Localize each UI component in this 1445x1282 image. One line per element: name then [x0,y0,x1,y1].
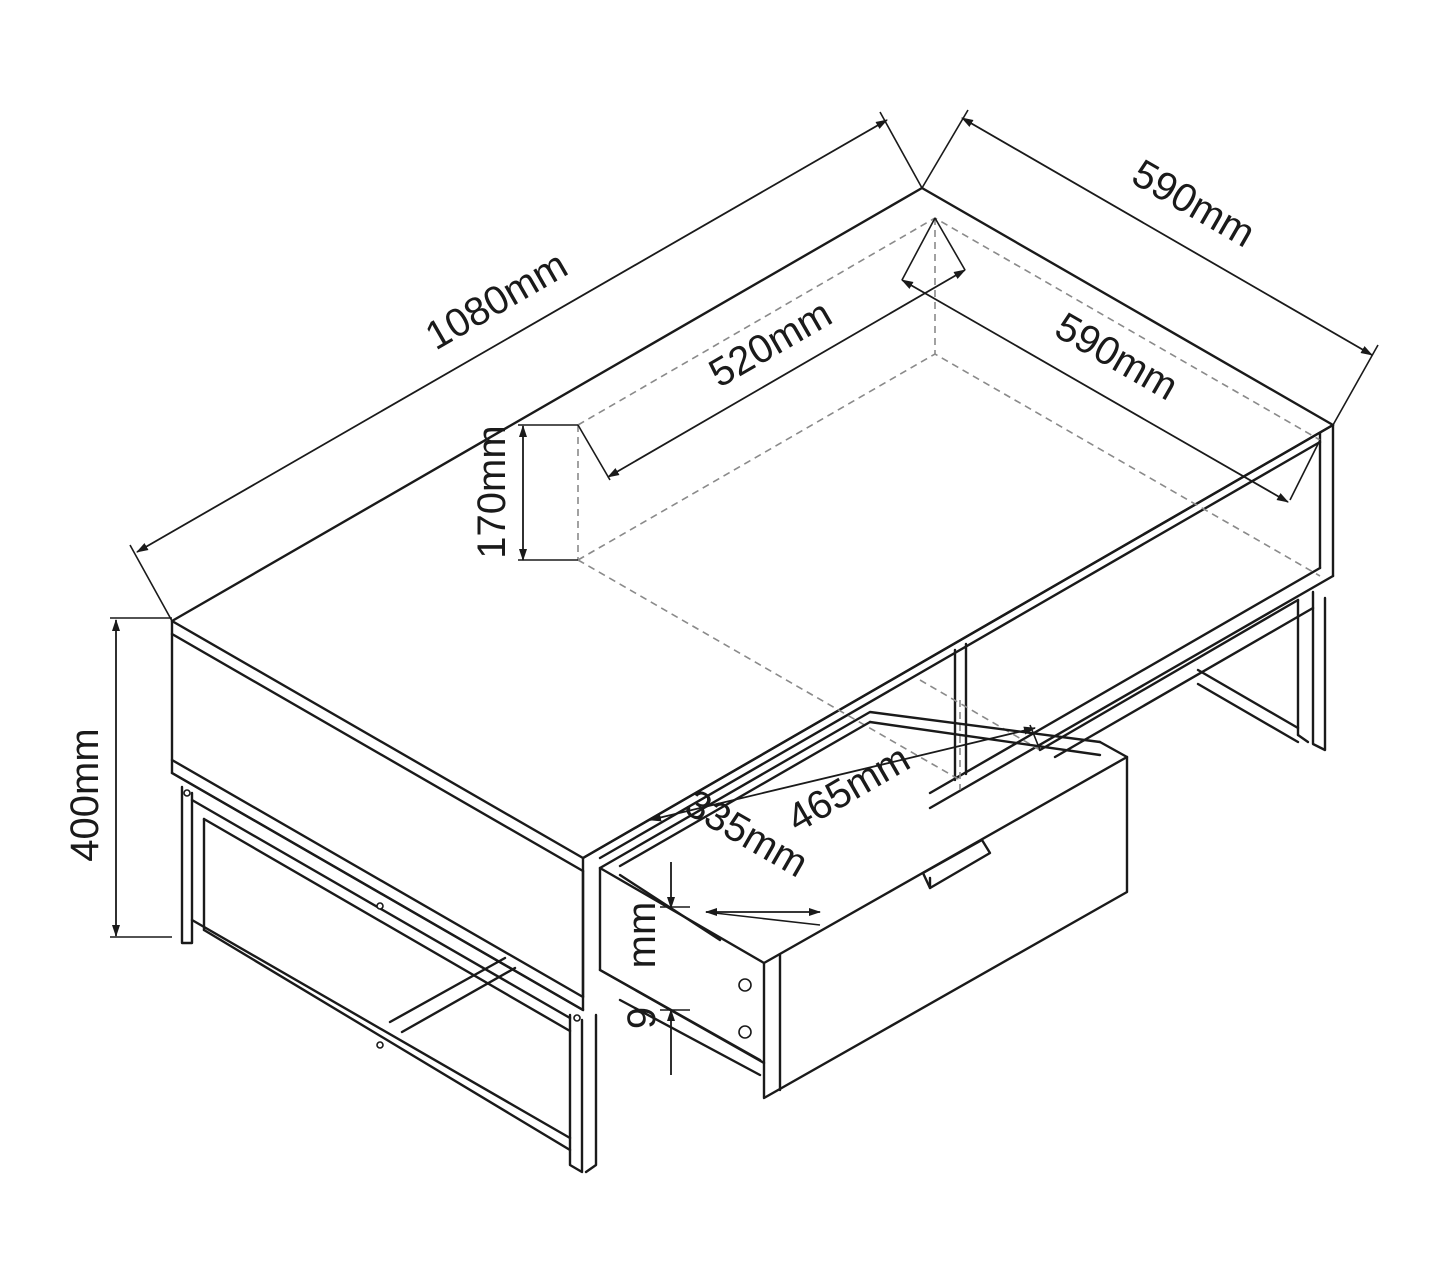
label-520: 520mm [702,291,840,396]
dimension-labels: 1080mm 590mm 520mm 590mm 170mm 400mm 465… [63,151,1262,1029]
right-leg-frame [1038,590,1327,759]
label-400: 400mm [63,728,107,861]
dim-line-465 [649,726,1036,822]
label-9-mm: mm [620,902,664,969]
dim-line-590-outer [961,117,1373,356]
dim-line-1080 [136,119,888,553]
label-170: 170mm [470,425,514,558]
label-1080: 1080mm [418,243,575,359]
table-top [170,186,1335,1012]
dim-line-590-inner [901,279,1289,503]
left-leg-frame [180,785,598,1174]
hidden-interior-lines [577,217,1321,790]
dimension-lines [110,109,1379,1075]
label-9-value: 9 [620,1007,664,1029]
label-590-outer: 590mm [1125,151,1263,256]
dim-line-520 [607,269,966,478]
left-cabinet [170,632,585,1012]
label-590-inner: 590mm [1048,304,1186,409]
